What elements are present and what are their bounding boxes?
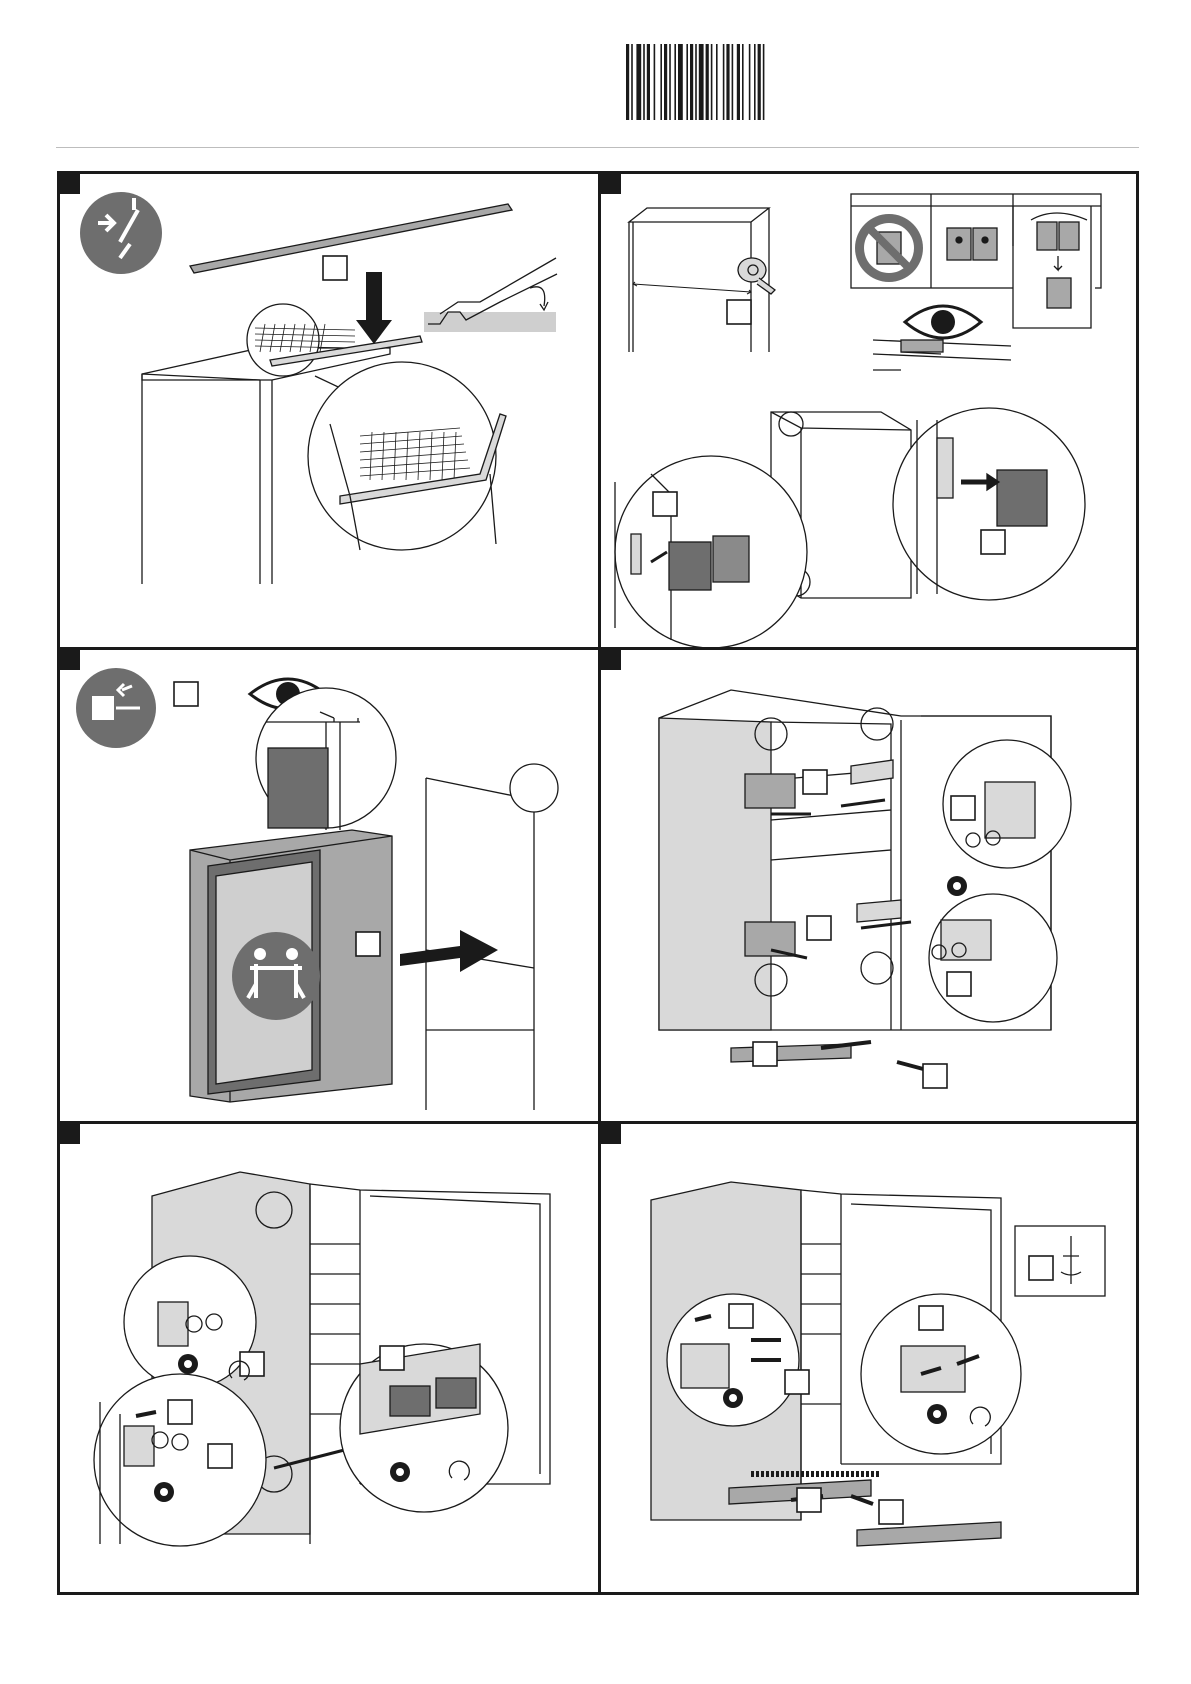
barcode-bar: [674, 44, 676, 120]
step-panel-4: [601, 650, 1136, 1121]
barcode-bar: [626, 44, 629, 120]
barcode-bar: [711, 44, 713, 120]
barcode-bar: [636, 44, 641, 120]
header-divider: [56, 147, 1139, 148]
unplug-icon: [76, 668, 156, 748]
barcode-bar: [678, 44, 683, 120]
tools-required-icon: [80, 192, 162, 274]
step-panel-6: [601, 1124, 1136, 1592]
barcode-bar: [706, 44, 709, 120]
torx-icon: [390, 1462, 410, 1482]
no-hinge-icon: [855, 214, 923, 282]
barcode-bar: [643, 44, 645, 120]
barcode-bar: [716, 44, 718, 120]
barcode-bar: [631, 44, 633, 120]
barcode-bar: [699, 44, 704, 120]
barcode-bar: [723, 44, 725, 120]
torx-icon: [178, 1354, 198, 1374]
hinge-plate-icon: [947, 228, 997, 260]
barcode: [626, 44, 838, 120]
barcode-bar: [647, 44, 650, 120]
eye-icon: [905, 306, 981, 338]
step-panel-5: [60, 1124, 598, 1592]
barcode-bar: [737, 44, 740, 120]
step-panel-3: [60, 650, 598, 1121]
barcode-bar: [763, 44, 765, 120]
barcode-bar: [669, 44, 671, 120]
barcode-bar: [742, 44, 744, 120]
barcode-bar: [690, 44, 693, 120]
barcode-bar: [754, 44, 756, 120]
torx-icon: [723, 1388, 743, 1408]
barcode-bar: [695, 44, 697, 120]
torx-icon: [927, 1404, 947, 1424]
barcode-bar: [664, 44, 667, 120]
barcode-graphic: [626, 44, 838, 120]
step-panel-1: [60, 174, 598, 647]
barcode-bar: [732, 44, 734, 120]
barcode-bar: [726, 44, 729, 120]
barcode-bar: [749, 44, 751, 120]
hinge-options-table: [851, 194, 1101, 328]
step-panel-2: [601, 174, 1136, 647]
two-person-lift-icon: [232, 932, 320, 1020]
barcode-bar: [758, 44, 761, 120]
barcode-bar: [660, 44, 662, 120]
torx-icon: [154, 1482, 174, 1502]
barcode-bar: [686, 44, 688, 120]
barcode-bar: [654, 44, 656, 120]
torx-icon: [947, 876, 967, 896]
